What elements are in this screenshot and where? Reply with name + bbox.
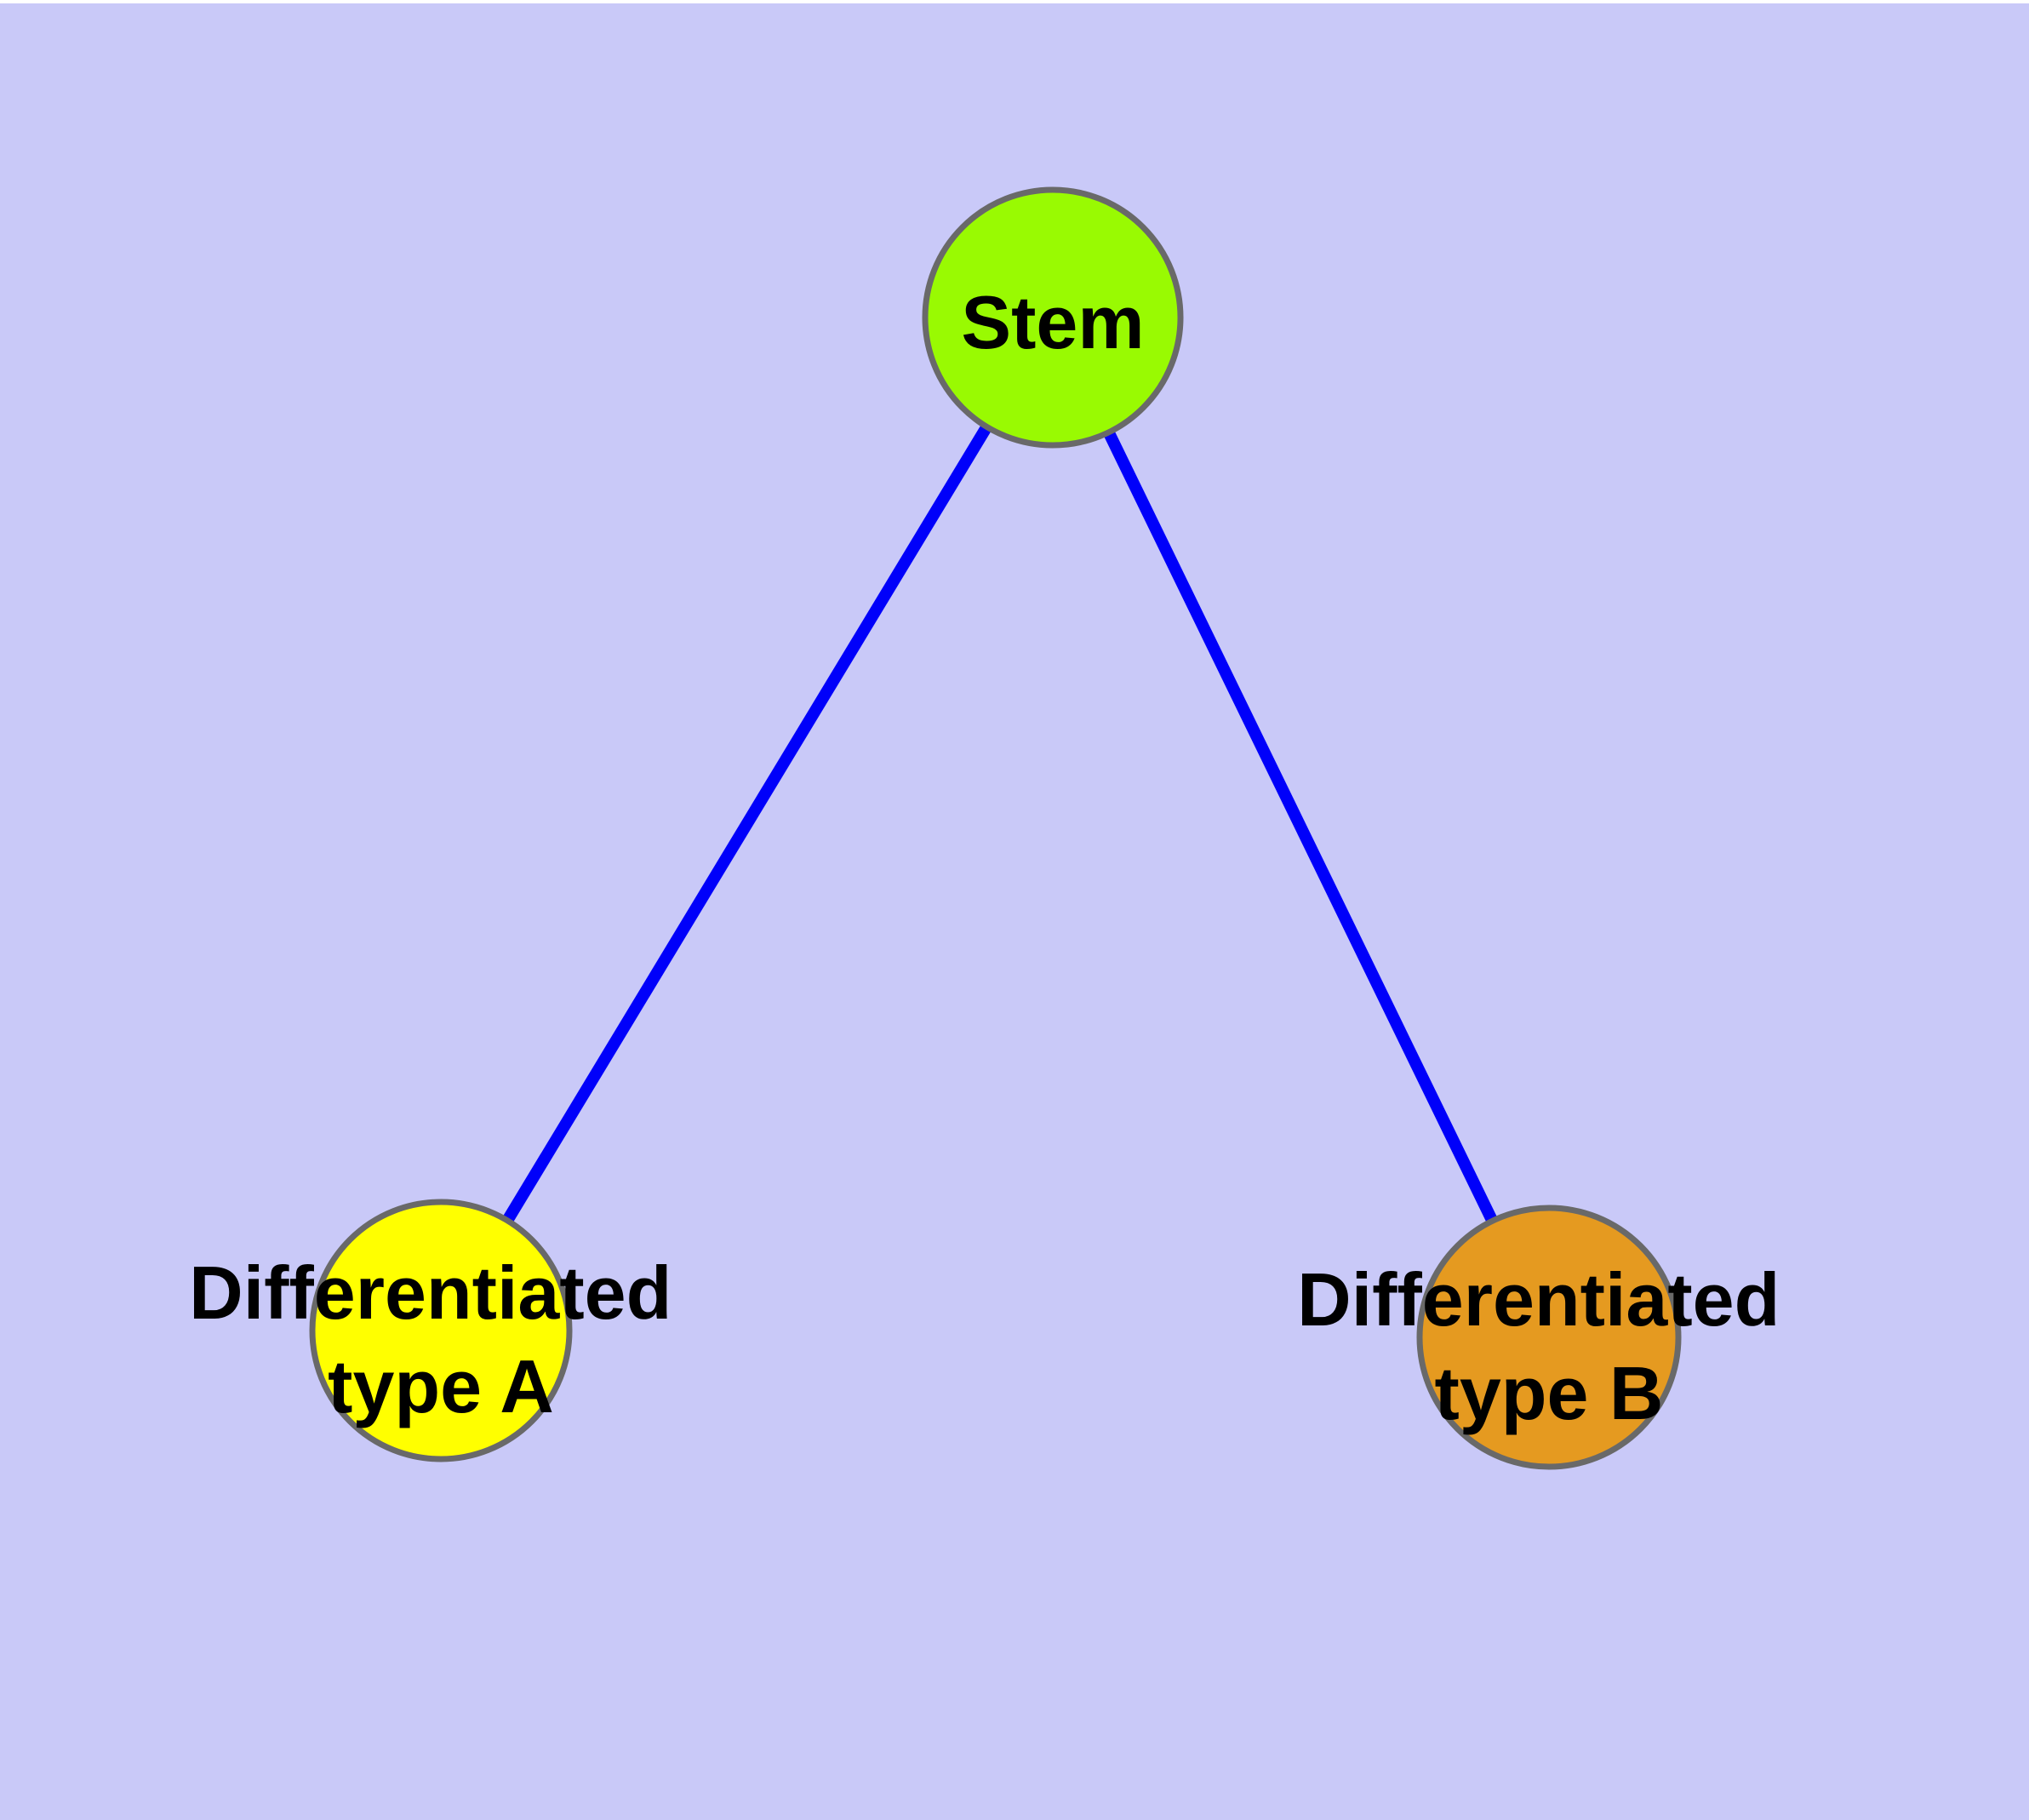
- node-type-b-label-line1: Differentiated: [1297, 1257, 1780, 1342]
- node-stem: Stem: [922, 186, 1184, 449]
- node-stem-circle: [922, 186, 1184, 449]
- node-type-b-label-line2: type B: [1435, 1351, 1664, 1435]
- node-differentiated-type-a: Differentiated type A: [189, 1199, 693, 1462]
- node-type-a-circle: [309, 1199, 573, 1462]
- node-differentiated-type-b: Differentiated type B: [1297, 1205, 1801, 1470]
- node-type-a-label-line2: type A: [328, 1344, 554, 1428]
- edge-stem-to-type-b: [1047, 314, 1555, 1341]
- node-type-b-label: Differentiated type B: [1297, 1257, 1801, 1435]
- edge-stem-to-type-a: [436, 314, 1058, 1334]
- node-stem-label: Stem: [961, 280, 1144, 364]
- node-type-a-label-line1: Differentiated: [189, 1251, 672, 1335]
- edges-layer: [436, 314, 1555, 1341]
- node-type-a-label: Differentiated type A: [189, 1251, 693, 1428]
- node-type-b-circle: [1416, 1205, 1682, 1470]
